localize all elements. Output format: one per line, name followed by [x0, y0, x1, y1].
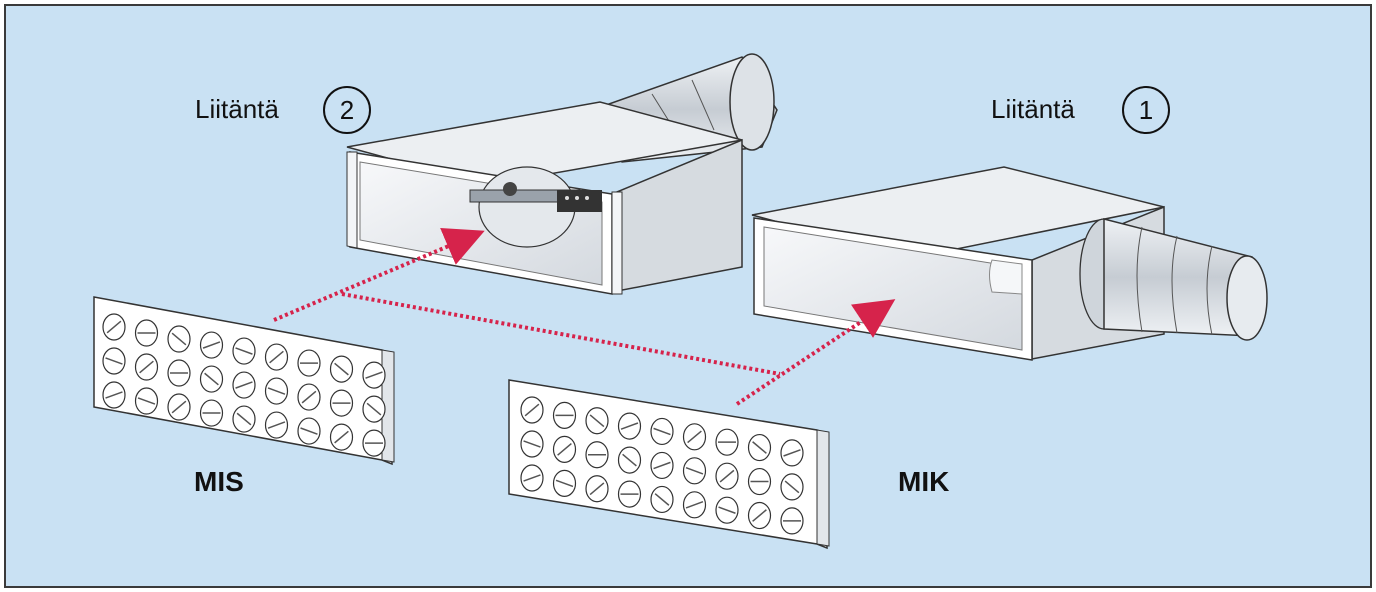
nozzle-vane	[106, 320, 122, 334]
nozzle-vane	[365, 371, 383, 379]
nozzle-vane	[685, 501, 704, 509]
connection-number-badge-left: 2	[323, 86, 371, 134]
nozzle-vane	[267, 387, 286, 395]
grille-mik	[508, 379, 830, 550]
connection-label-right: Liitäntä	[991, 94, 1075, 124]
nozzle-vane	[267, 421, 286, 429]
nozzle-vane	[204, 372, 219, 386]
plenum-box-right	[751, 166, 1268, 361]
nozzle-vane	[622, 453, 637, 467]
connection-label-left: Liitäntä	[195, 94, 279, 124]
nozzle-vane	[202, 341, 221, 349]
nozzle-vane	[523, 440, 541, 448]
nozzle-vane	[137, 397, 156, 405]
diagram-frame: Liitäntä 2 Liitäntä 1 MIS MIK	[4, 4, 1372, 588]
nozzle-vane	[171, 400, 187, 414]
nozzle-vane	[718, 506, 736, 514]
connection-number-badge-right: 1	[1122, 86, 1170, 134]
nozzle-vane	[235, 347, 253, 355]
nozzle-vane	[784, 480, 800, 494]
nozzle-vane	[589, 482, 605, 496]
nozzle-vane	[752, 441, 767, 454]
nozzle-vane	[366, 402, 382, 416]
nozzle-vane	[752, 509, 767, 522]
nozzle-vane	[719, 469, 735, 483]
duct-icon	[1103, 218, 1268, 341]
grille-mis	[93, 296, 395, 466]
nozzle-vane	[523, 474, 541, 482]
nozzle-vane	[687, 430, 702, 444]
grille-nozzle-icon	[520, 396, 804, 535]
nozzle-vane	[105, 391, 123, 399]
nozzle-vane	[139, 360, 154, 374]
nozzle-vane	[653, 427, 671, 436]
nozzle-vane	[685, 467, 704, 475]
nozzle-vane	[653, 461, 671, 470]
nozzle-vane	[105, 357, 123, 365]
nozzle-vane	[334, 430, 349, 444]
nozzle-vane	[557, 442, 572, 456]
nozzle-vane	[524, 403, 540, 417]
nozzle-vane	[620, 422, 639, 430]
grille-nozzle-icon	[102, 313, 386, 457]
nozzle-vane	[334, 362, 349, 376]
nozzle-vane	[235, 381, 253, 389]
plenum-box-left	[346, 53, 778, 295]
nozzle-vane	[783, 449, 801, 457]
arrow-icon	[273, 227, 896, 406]
grille-label-mik: MIK	[898, 466, 950, 497]
nozzle-vane	[654, 493, 670, 506]
nozzle-vane	[555, 479, 574, 488]
nozzle-vane	[589, 414, 605, 428]
nozzle-vane	[301, 390, 317, 404]
grille-label-mis: MIS	[194, 466, 244, 497]
nozzle-vane	[236, 412, 252, 426]
nozzle-vane	[269, 350, 284, 364]
nozzle-vane	[171, 332, 187, 346]
nozzle-vane	[300, 427, 318, 435]
